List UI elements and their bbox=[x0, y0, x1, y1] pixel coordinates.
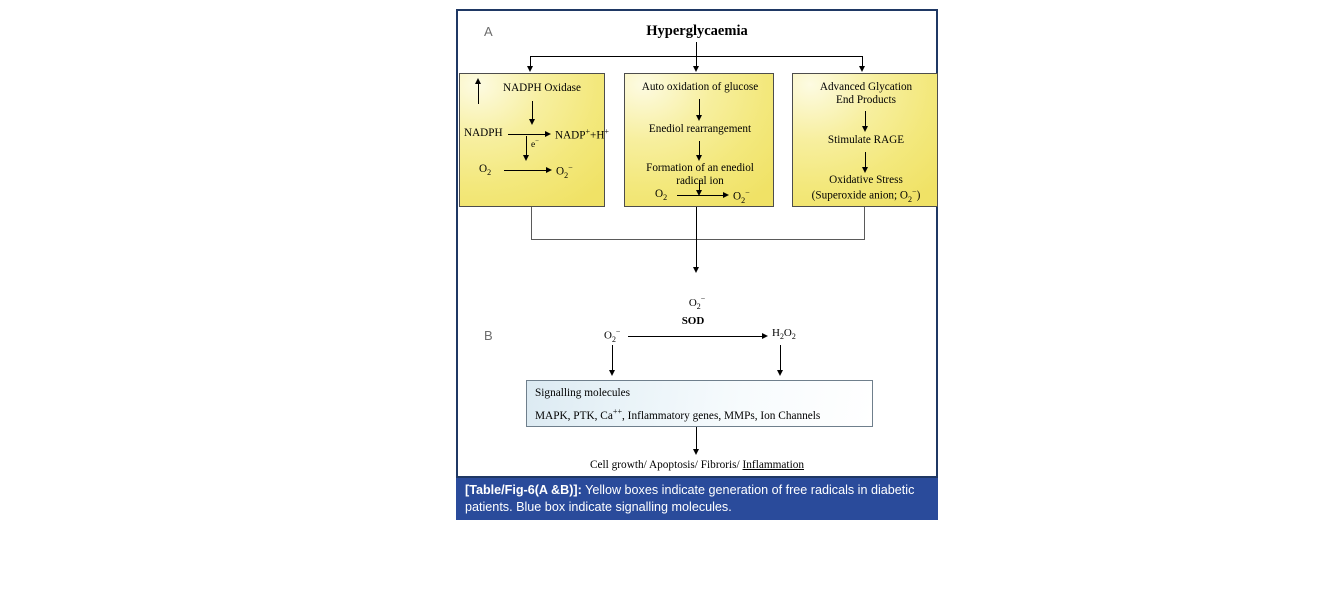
auto-oxidation-line3a: Formation of an enediol bbox=[646, 162, 754, 174]
connector-branch-right bbox=[862, 56, 864, 68]
age-line1b: End Products bbox=[836, 94, 896, 106]
auto-oxidation-line1: Auto oxidation of glucose bbox=[641, 81, 759, 93]
pathway-box-nadph-oxidase: NADPH Oxidase NADPH NADP++H+ e− O2 O2− bbox=[459, 73, 609, 207]
pathway-box-advanced-glycation: Advanced Glycation End Products Stimulat… bbox=[792, 73, 938, 207]
connector-o2-to-superoxide-nadph bbox=[504, 170, 548, 172]
arrowhead-age-1 bbox=[861, 126, 868, 132]
upregulation-arrow-shaft bbox=[478, 84, 480, 104]
connector-h2o2-to-signalling bbox=[780, 345, 782, 372]
arrowhead-nadph-to-nadp bbox=[545, 130, 551, 137]
converged-superoxide-text: O2− bbox=[688, 294, 706, 311]
diagram-title-hyperglycaemia: Hyperglycaemia bbox=[646, 23, 748, 39]
figure-container: A B Hyperglycaemia NADPH Oxidase NADPH bbox=[456, 9, 940, 520]
arrowhead-h2o2-to-signalling bbox=[776, 370, 783, 376]
arrowhead-superoxide-to-signalling bbox=[608, 370, 615, 376]
connector-auto-2 bbox=[699, 141, 701, 157]
arrowhead-electron bbox=[522, 155, 529, 161]
converged-superoxide-label: O2− bbox=[689, 294, 705, 311]
figure-caption-text: Yellow boxes indicate generation of free… bbox=[465, 483, 915, 514]
upregulation-arrowhead bbox=[474, 78, 481, 84]
arrowhead-auto-2 bbox=[695, 155, 702, 161]
outcome-inflammation-text: Inflammation bbox=[742, 459, 805, 471]
outcome-plain-text: Cell growth/ Apoptosis/ Fibroris/ bbox=[589, 459, 743, 471]
reaction-substrate-superoxide: O2− bbox=[604, 327, 621, 344]
figure-caption: [Table/Fig-6(A &B)]: Yellow boxes indica… bbox=[456, 478, 938, 520]
pathway-box-auto-oxidation: Auto oxidation of glucose Enediol rearra… bbox=[624, 73, 774, 207]
connector-title-down bbox=[696, 42, 698, 57]
nadph-heading: NADPH Oxidase bbox=[503, 82, 581, 94]
nadph-reactant: NADPH bbox=[464, 127, 503, 139]
arrowhead-branch-middle bbox=[692, 66, 699, 72]
connector-converge-bar bbox=[531, 239, 865, 241]
arrowhead-branch-left bbox=[526, 66, 533, 72]
section-label-b: B bbox=[484, 328, 494, 343]
connector-signalling-to-outcome bbox=[696, 427, 698, 451]
nadph-oxygen: O2 bbox=[479, 163, 492, 178]
auto-oxidation-line2: Enediol rearrangement bbox=[648, 123, 752, 135]
connector-auto-1 bbox=[699, 99, 701, 117]
connector-superoxide-to-signalling bbox=[612, 345, 614, 372]
connector-branch-left bbox=[530, 56, 532, 68]
arrowhead-converge bbox=[692, 267, 699, 273]
auto-oxidation-superoxide: O2− bbox=[733, 188, 750, 205]
connector-branch-middle bbox=[696, 56, 698, 68]
connector-converge-right-down bbox=[864, 207, 866, 240]
age-line1a: Advanced Glycation bbox=[819, 81, 913, 93]
signalling-molecules-box: Signalling molecules MAPK, PTK, Ca++, In… bbox=[526, 380, 873, 427]
electron-label: e− bbox=[531, 138, 539, 151]
outcome-label: Cell growth/ Apoptosis/ Fibroris/ Inflam… bbox=[590, 459, 804, 471]
arrowhead-auto-1 bbox=[695, 115, 702, 121]
connector-o2-to-superoxide-auto bbox=[677, 195, 725, 197]
reaction-product-hydrogen-peroxide: H2O2 bbox=[772, 327, 796, 342]
reaction-enzyme-sod: SOD bbox=[681, 315, 705, 327]
connector-auto-3 bbox=[699, 180, 701, 192]
connector-nadph-heading-down bbox=[532, 101, 534, 121]
figure-panel: A B Hyperglycaemia NADPH Oxidase NADPH bbox=[456, 9, 938, 478]
age-line3a: Oxidative Stress bbox=[829, 174, 903, 186]
age-line2: Stimulate RAGE bbox=[827, 134, 905, 146]
arrowhead-auto-3 bbox=[695, 190, 702, 196]
connector-converge-middle bbox=[696, 207, 698, 271]
connector-nadph-to-nadp bbox=[508, 134, 547, 136]
arrowhead-signalling-to-outcome bbox=[692, 449, 699, 455]
arrowhead-age-2 bbox=[861, 167, 868, 173]
connector-sod-reaction bbox=[628, 336, 764, 338]
section-label-a: A bbox=[484, 24, 494, 39]
connector-age-2 bbox=[865, 152, 867, 169]
signalling-box-title: Signalling molecules bbox=[535, 387, 631, 399]
age-line3b: (Superoxide anion; O2−) bbox=[811, 187, 921, 204]
arrowhead-branch-right bbox=[858, 66, 865, 72]
arrowhead-sod-reaction bbox=[762, 332, 768, 339]
arrowhead-o2-nadph bbox=[546, 166, 552, 173]
arrowhead-o2-auto bbox=[723, 191, 729, 198]
figure-caption-label: [Table/Fig-6(A &B)]: bbox=[465, 483, 582, 497]
nadph-product: NADP++H+ bbox=[555, 127, 609, 142]
arrowhead-nadph-heading bbox=[528, 119, 535, 125]
connector-age-1 bbox=[865, 111, 867, 128]
auto-oxidation-oxygen: O2 bbox=[655, 188, 668, 203]
connector-electron bbox=[526, 136, 528, 157]
signalling-box-list: MAPK, PTK, Ca++, Inflammatory genes, MMP… bbox=[535, 407, 821, 422]
nadph-superoxide: O2− bbox=[556, 163, 573, 180]
connector-converge-left-down bbox=[531, 207, 533, 240]
